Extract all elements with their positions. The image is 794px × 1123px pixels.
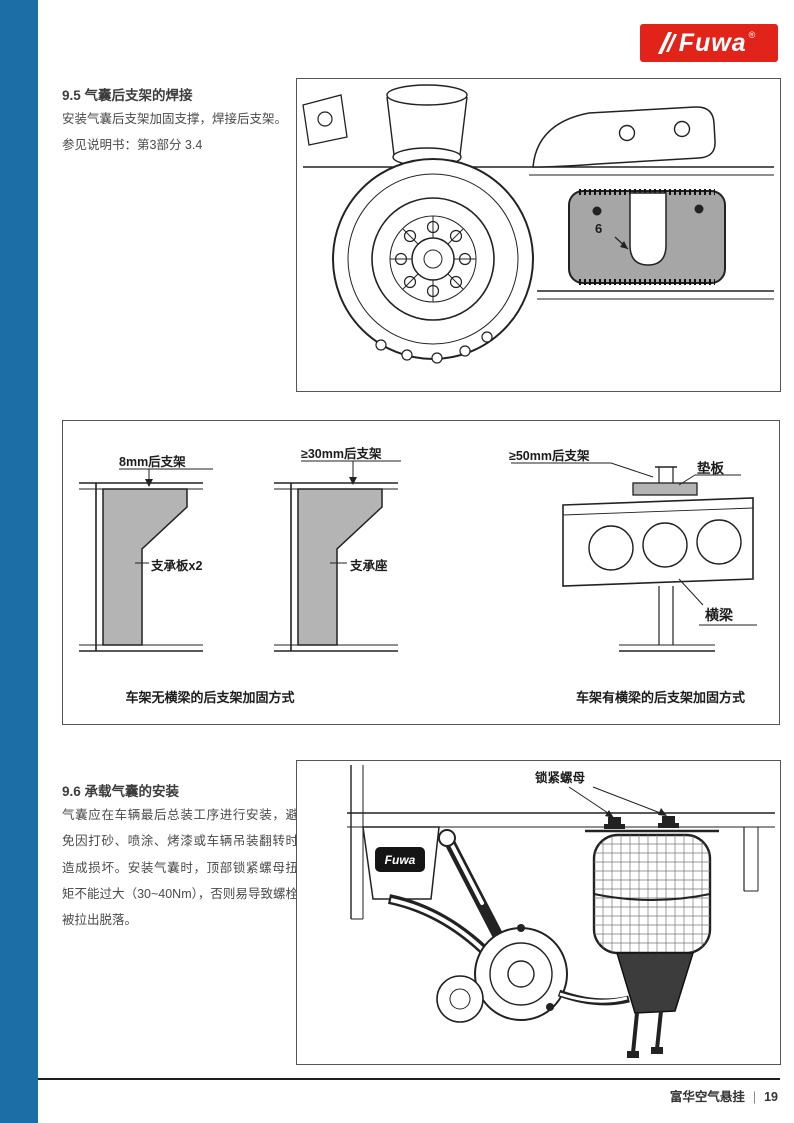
label-support-plate: 支承板x2 [151, 559, 203, 573]
footer: 富华空气悬挂 | 19 [670, 1086, 778, 1105]
figure-airbag-installation: 锁紧螺母 Fuwa [296, 760, 781, 1065]
fuwa-stamp: Fuwa [384, 853, 416, 867]
axle-hub-drawing [302, 84, 774, 364]
label-pad: 垫板 [697, 461, 724, 476]
section-9-5-heading: 9.5 气囊后支架的焊接 [62, 88, 193, 103]
body-line-2: 参见说明书：第3部分 3.4 [62, 138, 203, 153]
label-8mm-bracket: 8mm后支架 [119, 455, 186, 469]
footer-doc-title: 富华空气悬挂 [669, 1090, 745, 1104]
diagram-30mm-bracket [274, 460, 401, 652]
label-lock-nut: 锁紧螺母 [535, 771, 586, 785]
figure-bracket-reinforcement-diagrams: 8mm后支架 支承板x2 ≥30mm后支架 支承座 ≥50mm后支架 垫板 横梁… [62, 420, 780, 725]
footer-page-number: 19 [764, 1090, 778, 1104]
label-support-seat: 支承座 [350, 559, 388, 573]
callout-6: 6 [595, 221, 603, 236]
registered-mark: ® [748, 30, 756, 40]
footer-separator: | [752, 1090, 757, 1104]
logo-text: Fuwa [678, 28, 747, 57]
air-spring [585, 829, 719, 1058]
air-spring-installation-drawing [347, 765, 775, 1058]
label-crossmember: 横梁 [705, 607, 733, 623]
section-9-6-body: 气囊应在车辆最后总装工序进行安装，避免因打砂、喷涂、烤漆或车辆吊装翻转时造成损坏… [62, 808, 298, 927]
caption-with-crossmember: 车架有横梁的后支架加固方式 [575, 690, 745, 705]
diagram-crossmember [511, 462, 757, 652]
brake-drum [332, 158, 534, 364]
lock-nuts [604, 816, 679, 829]
rear-bracket-welded [568, 189, 726, 285]
footer-rule [38, 1078, 780, 1080]
fuwa-logo: Fuwa ® [640, 24, 778, 62]
bracket-diagrams-drawing [79, 460, 757, 652]
caption-no-crossmember: 车架无横梁的后支架加固方式 [125, 690, 295, 705]
label-30mm-bracket: ≥30mm后支架 [301, 447, 382, 461]
section-9-5-body: 安装气囊后支架加固支撑，焊接后支架。 参见说明书：第3部分 3.4 [62, 106, 298, 159]
section-9-6-heading: 9.6 承载气囊的安装 [62, 784, 180, 799]
label-50mm-bracket: ≥50mm后支架 [509, 449, 590, 463]
body-line-1: 安装气囊后支架加固支撑，焊接后支架。 [62, 112, 288, 126]
axle [436, 924, 568, 1023]
left-accent-bar [0, 0, 38, 1123]
diagram-8mm-bracket [79, 468, 213, 652]
figure-rear-bracket-welding: 6 [296, 78, 781, 392]
